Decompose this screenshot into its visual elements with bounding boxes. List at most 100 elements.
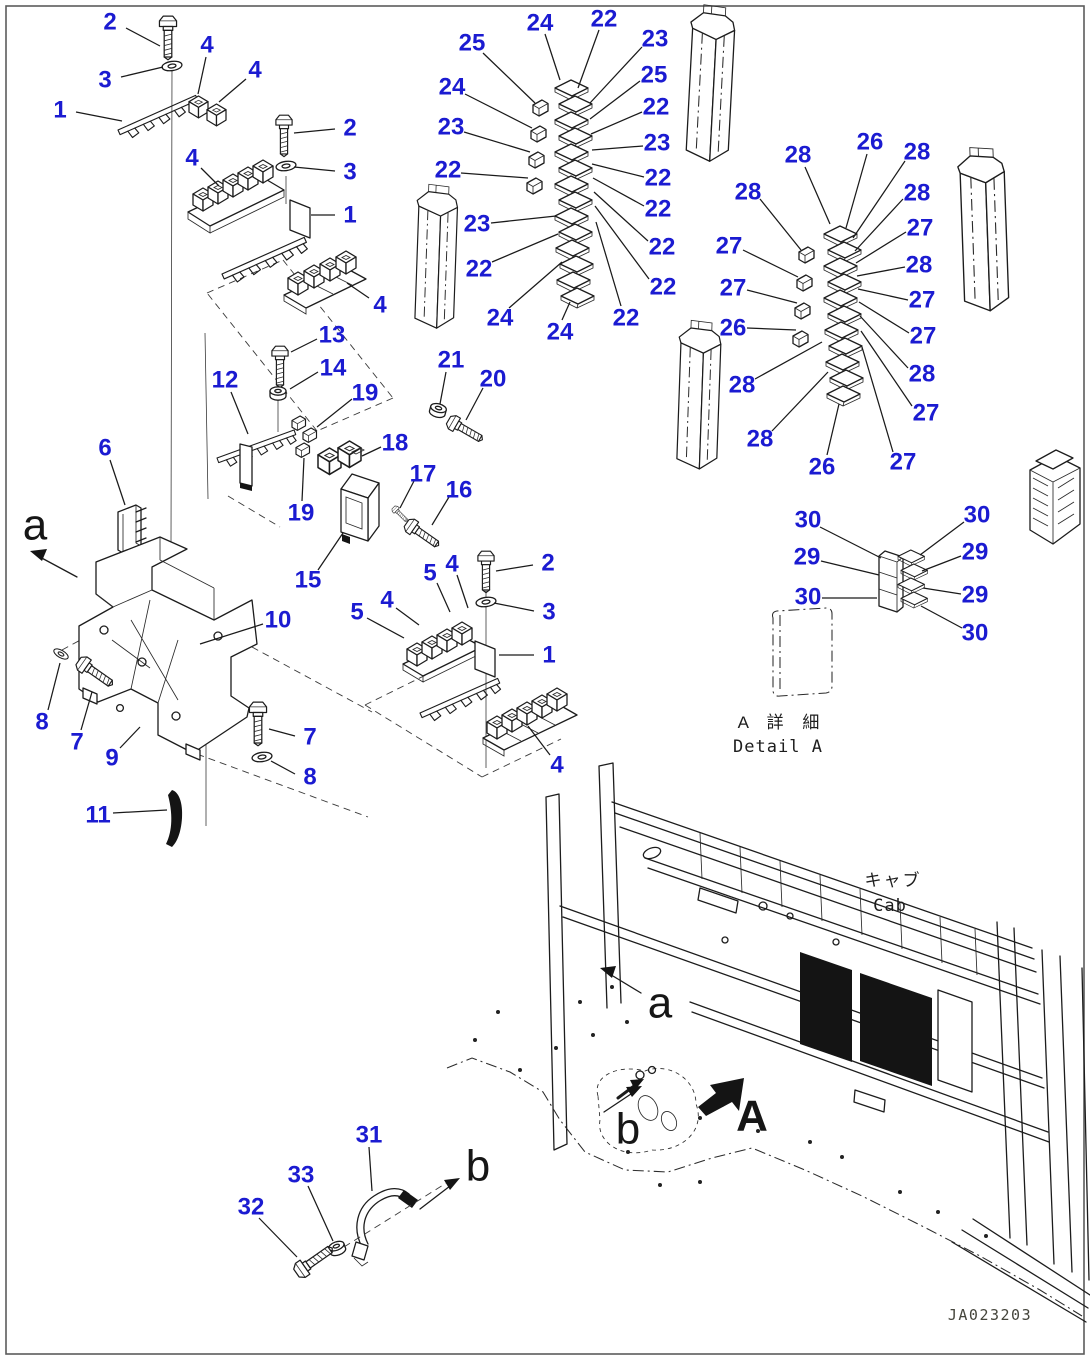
leader-line [289, 371, 319, 390]
leader-line [361, 446, 382, 457]
leader-line [368, 1146, 373, 1192]
part-callout-24: 24 [439, 74, 466, 101]
view-arrow-a-upper [30, 549, 78, 578]
leader-line [307, 1185, 334, 1242]
leader-line [464, 93, 533, 129]
part-callout-25: 25 [459, 30, 486, 57]
view-arrow-detail-a [698, 1078, 744, 1116]
part-callout-33: 33 [288, 1162, 315, 1189]
part-callout-27: 27 [716, 233, 743, 260]
leader-line [845, 153, 868, 229]
leader-line [125, 27, 161, 47]
part-callout-28: 28 [906, 252, 933, 279]
leader-line [109, 459, 126, 506]
leader-line [290, 338, 318, 353]
view-arrow-b-lower [343, 1178, 460, 1248]
leader-line [742, 249, 799, 278]
bolt-part-20 [444, 412, 487, 447]
leader-line [826, 403, 840, 456]
leader-lines [47, 27, 965, 1258]
part-callout-30: 30 [795, 507, 822, 534]
leader-line [577, 29, 600, 89]
view-arrow-a-lower [600, 966, 642, 994]
part-callout-13: 13 [319, 322, 346, 349]
bolt-part-2-set1 [158, 15, 178, 61]
fuse-block-part-4-set2b [283, 250, 367, 315]
part-callout-30: 30 [795, 584, 822, 611]
part-callout-16: 16 [446, 477, 473, 504]
part-callout-7: 7 [303, 724, 316, 751]
part-callout-22: 22 [591, 6, 618, 33]
leader-line [268, 728, 296, 737]
leader-line [120, 66, 164, 78]
connector-housing-right-top [956, 145, 1010, 313]
part-callout-23: 23 [438, 114, 465, 141]
part-callout-5: 5 [350, 599, 363, 626]
leader-line [112, 809, 168, 814]
part-callout-30: 30 [964, 502, 991, 529]
leader-line [316, 398, 353, 428]
leader-line [47, 662, 61, 711]
leader-line [590, 111, 643, 135]
leader-line [270, 760, 296, 775]
part-callout-30: 30 [962, 620, 989, 647]
part-callout-27: 27 [907, 215, 934, 242]
part-drawings [30, 3, 1090, 1323]
part-callout-3: 3 [542, 599, 555, 626]
part-callout-1: 1 [343, 202, 356, 229]
nut-part-14 [269, 386, 287, 401]
leader-line [593, 191, 649, 242]
part-callout-31: 31 [356, 1122, 383, 1149]
leader-line [439, 371, 447, 405]
view-arrow-b-floor [603, 1086, 642, 1113]
hose-part-31 [351, 1187, 418, 1267]
part-callout-23: 23 [642, 26, 669, 53]
part-callout-7: 7 [70, 729, 83, 756]
part-callout-29: 29 [962, 539, 989, 566]
leader-line [854, 198, 904, 252]
washer-part-3-set1 [160, 59, 184, 73]
bolt-part-16 [401, 516, 444, 553]
leader-line [921, 555, 962, 572]
leader-line [857, 288, 909, 301]
leader-line [491, 233, 559, 263]
detail-a-housing [771, 607, 833, 697]
part-callout-26: 26 [720, 315, 747, 342]
part-callout-8: 8 [35, 709, 48, 736]
cab-structure [446, 762, 1090, 1323]
leader-line [490, 215, 557, 224]
detail-a-label-jp: A 詳 細 [738, 713, 827, 732]
leader-line [855, 231, 907, 264]
leader-line [746, 327, 797, 331]
part-callout-19: 19 [288, 500, 315, 527]
leader-line [589, 80, 641, 120]
washer-part-3-mid [474, 595, 498, 609]
fuse-block-part-4-mid-b [482, 687, 578, 757]
part-callout-4: 4 [373, 292, 387, 319]
part-callout-27: 27 [890, 449, 917, 476]
view-letter-A: A [736, 1092, 768, 1141]
leader-line [200, 167, 220, 187]
part-callout-23: 23 [464, 211, 491, 238]
part-callout-22: 22 [645, 165, 672, 192]
part-callout-4: 4 [550, 752, 564, 779]
leader-line [197, 56, 207, 95]
part-callout-5: 5 [423, 560, 436, 587]
part-callout-29: 29 [962, 582, 989, 609]
part-callout-10: 10 [265, 607, 292, 634]
relay-part-15 [340, 473, 380, 544]
fuse-chain-26-28 [823, 225, 864, 407]
part-callout-12: 12 [212, 367, 239, 394]
wedge-clips-22-25 [526, 99, 549, 195]
text-annotations: A 詳 細 Detail A キャブ Cab JA023203 [733, 713, 1031, 1324]
part-callout-4: 4 [445, 551, 459, 578]
part-callout-24: 24 [527, 10, 554, 37]
connector-housing-left [412, 183, 459, 330]
cab-label-en: Cab [873, 896, 907, 916]
leader-line [544, 33, 561, 81]
part-callout-22: 22 [435, 157, 462, 184]
part-callout-20: 20 [480, 366, 507, 393]
